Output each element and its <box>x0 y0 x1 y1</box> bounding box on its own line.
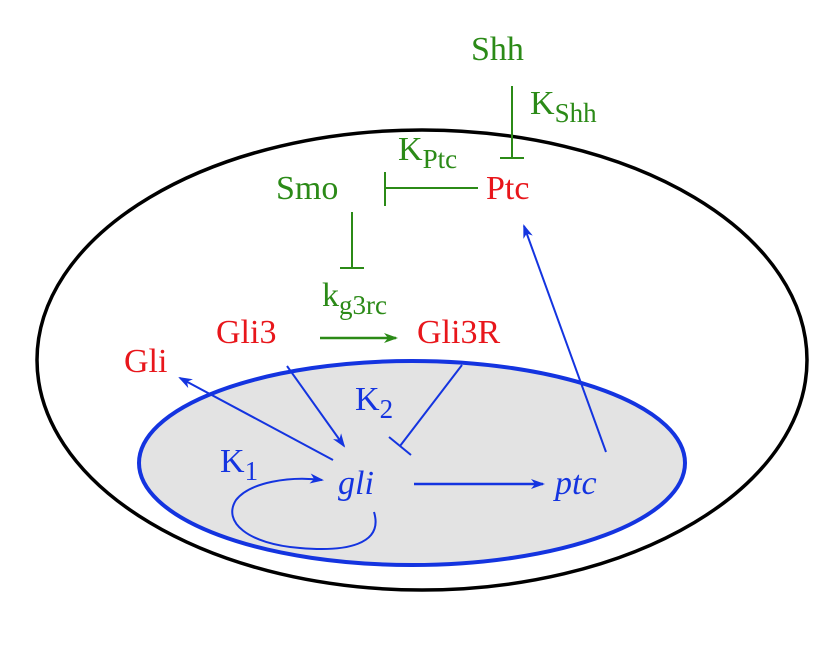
gli3r-label: Gli3R <box>417 314 500 351</box>
k1-subscript: 1 <box>245 456 259 486</box>
k-shh-label: KShh <box>530 85 597 128</box>
k-g3rc-label: kg3rc <box>322 277 387 320</box>
ptc-inhibits-smo <box>384 172 478 206</box>
k2-main: K <box>355 381 380 418</box>
ptc-gene-label: ptc <box>553 465 597 502</box>
gli3-label: Gli3 <box>216 314 276 351</box>
ptc-to-ptc-protein-arrow <box>523 224 607 453</box>
k-shh-subscript: Shh <box>555 98 598 128</box>
smo-inhibits-conversion <box>340 212 364 269</box>
k1-main: K <box>220 443 245 480</box>
k-ptc-subscript: Ptc <box>423 144 458 174</box>
gli3r-inhibits-gli <box>388 364 463 456</box>
gli-protein-label: Gli <box>124 343 167 380</box>
k-shh-main: K <box>530 85 555 122</box>
ptc-protein-label: Ptc <box>486 170 529 207</box>
k-g3rc-main: k <box>322 277 339 314</box>
nucleus <box>137 359 687 567</box>
gli-gene-label: gli <box>338 465 374 502</box>
k1-label: K1 <box>220 443 258 486</box>
cell-membrane <box>35 128 809 592</box>
k2-subscript: 2 <box>380 394 394 424</box>
k-ptc-main: K <box>398 131 423 168</box>
gli3-to-gli-arrow <box>286 365 346 448</box>
k-ptc-label: KPtc <box>398 131 457 174</box>
gli-to-gli-protein-arrow <box>178 377 334 461</box>
smo-label: Smo <box>276 170 338 207</box>
k2-label: K2 <box>355 381 393 424</box>
gli-autoregulation-loop <box>231 473 377 551</box>
shh-label: Shh <box>471 31 524 68</box>
k-g3rc-subscript: g3rc <box>339 290 387 320</box>
shh-inhibits-ptc <box>500 86 524 159</box>
